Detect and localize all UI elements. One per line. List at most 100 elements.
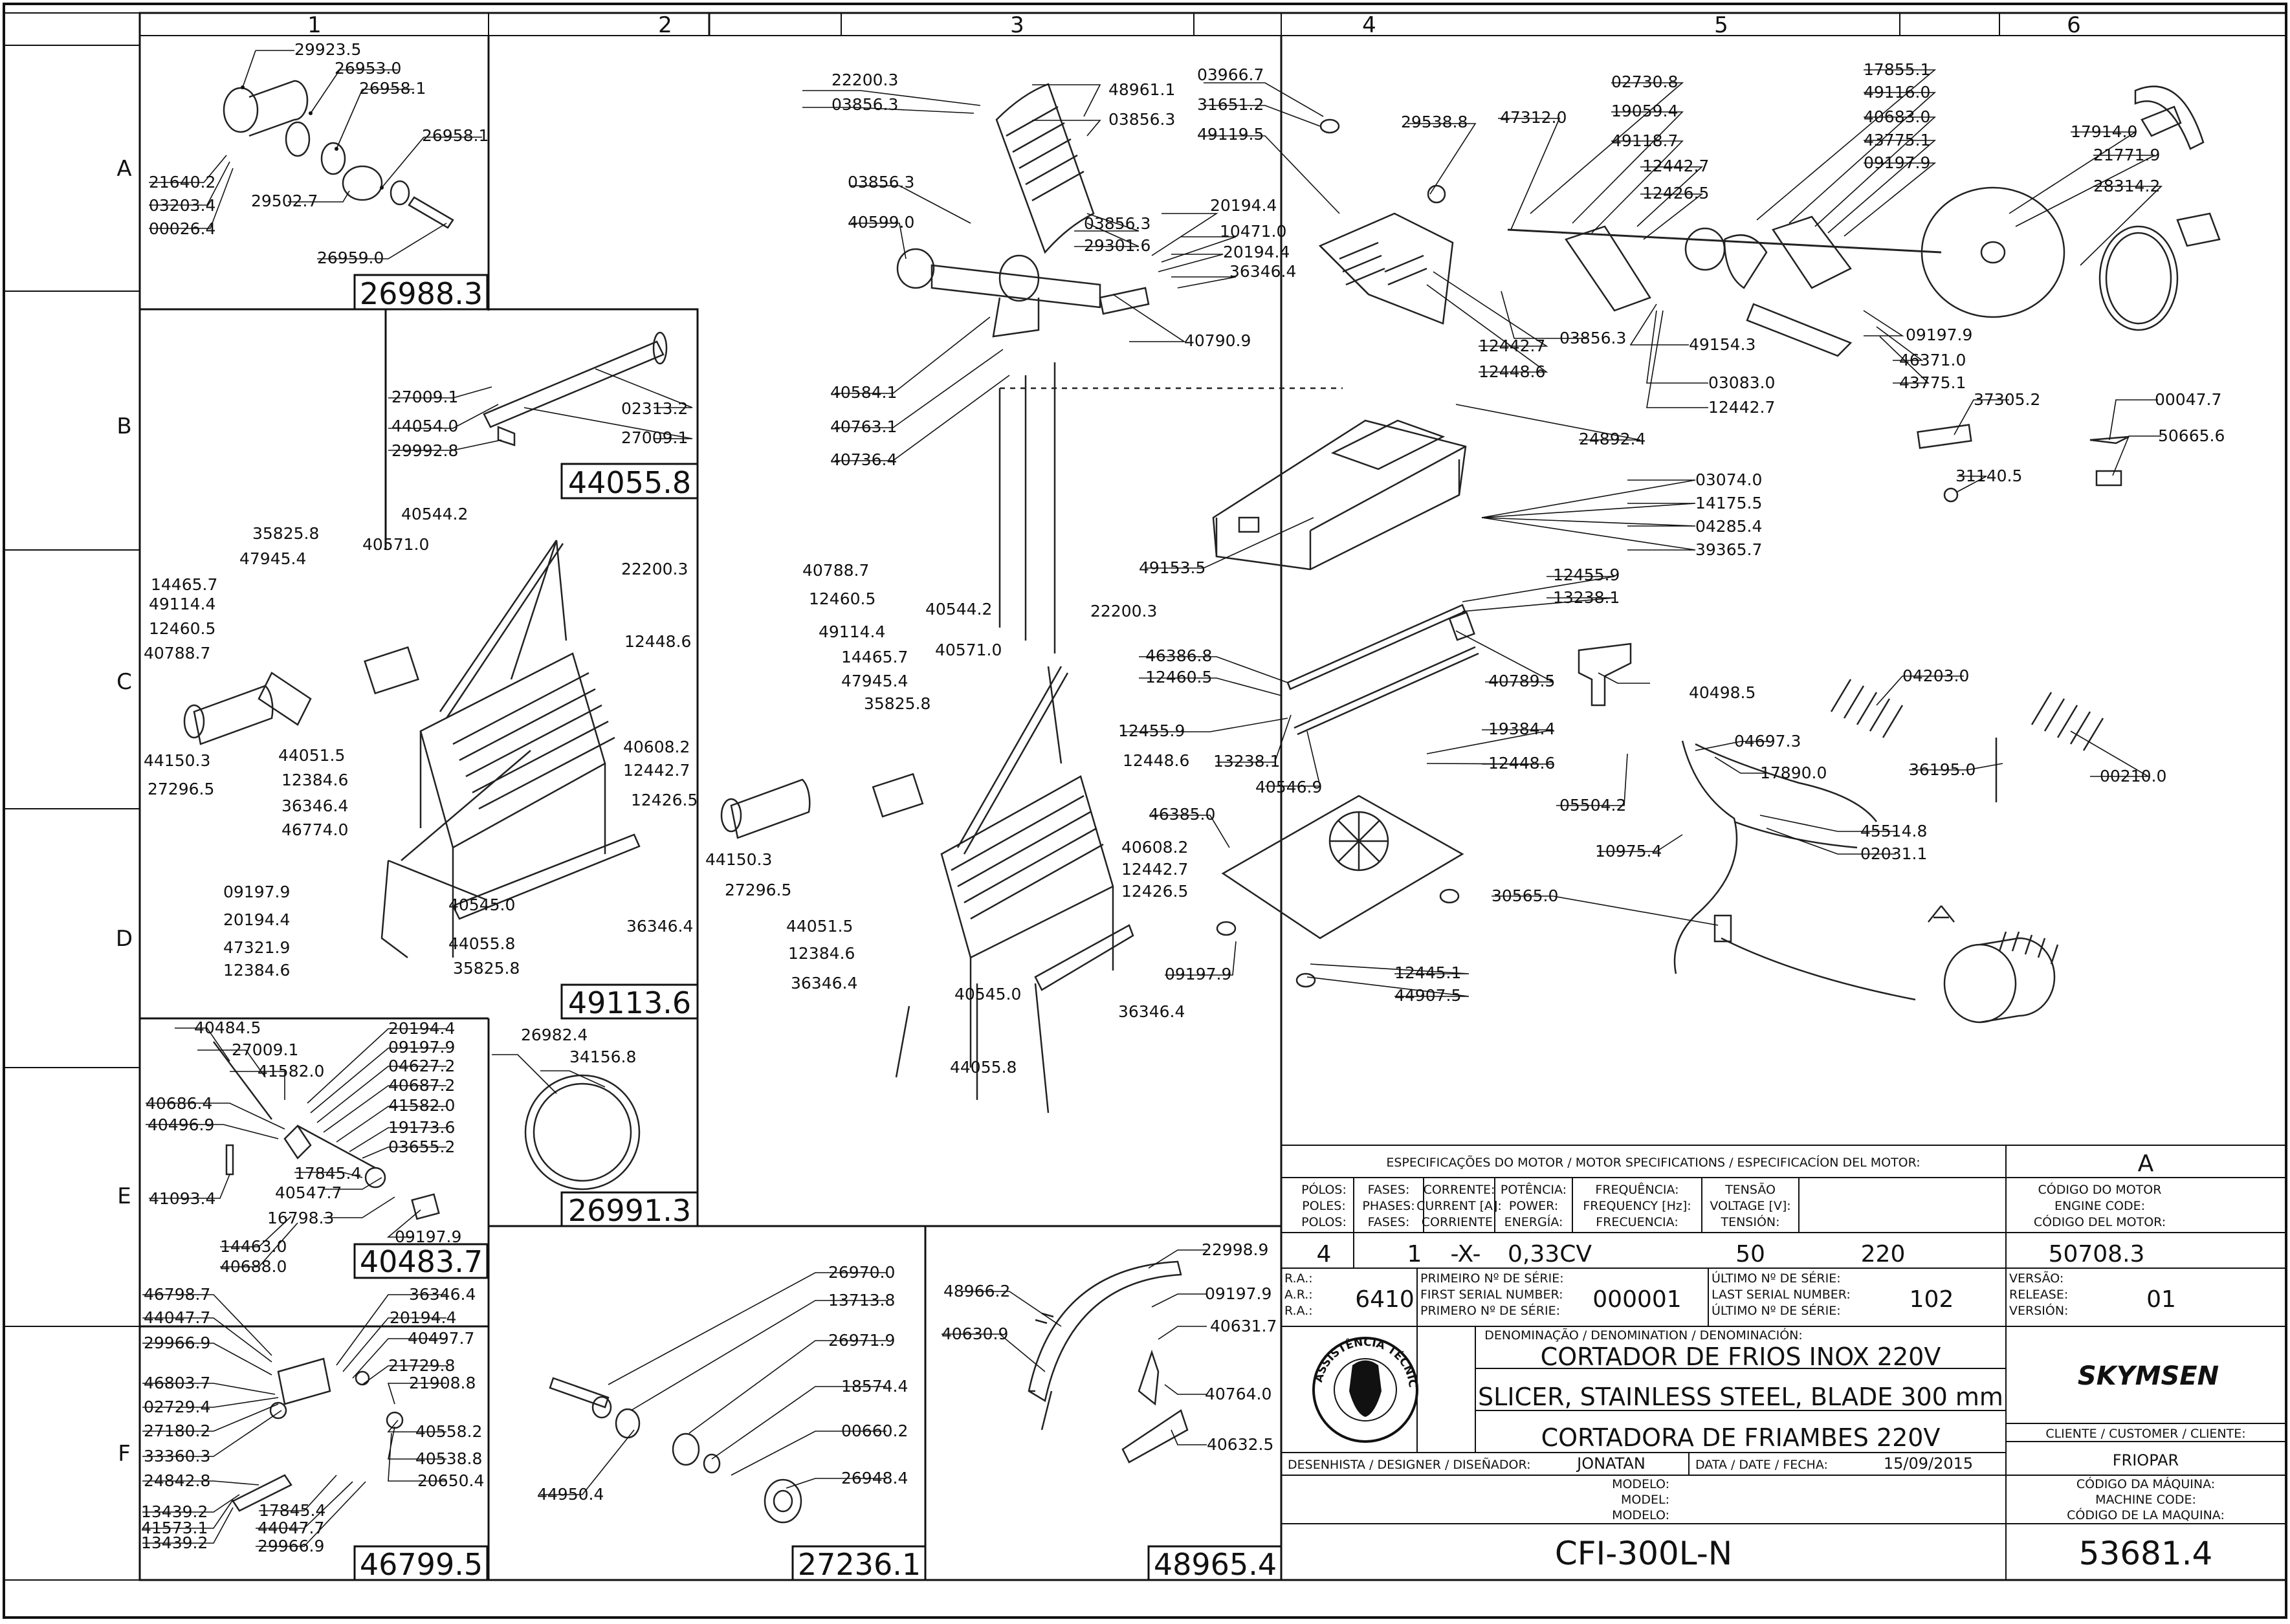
grid-column-3: 3 [1010, 12, 1024, 38]
part-label: 26971.9 [828, 1331, 895, 1350]
parts-artwork [183, 80, 2221, 1524]
part-label: 10471.0 [1220, 222, 1286, 241]
grid-row-e: E [117, 1183, 131, 1209]
motor-spec-table: PÓLOS: POLES: POLOS: 4 FASES: PHASES: FA… [1301, 1181, 2166, 1267]
part-label: 27180.2 [144, 1421, 210, 1440]
spec-current-value: -X- [1450, 1241, 1481, 1267]
part-label: 46798.7 [144, 1285, 210, 1304]
part-label: 40688.0 [220, 1257, 287, 1276]
spec-label: POLOS: [1301, 1215, 1347, 1229]
last-serial-value: 102 [1910, 1286, 1954, 1313]
part-label: 39365.7 [1695, 540, 1762, 559]
description-pt: CORTADOR DE FRIOS INOX 220V [1541, 1343, 1941, 1371]
part-label: 03856.3 [848, 173, 914, 192]
part-label: 49153.5 [1139, 558, 1206, 577]
part-label: 40764.0 [1205, 1385, 1272, 1403]
first-serial-label: PRIMEIRO Nº DE SÉRIE: [1420, 1271, 1564, 1286]
part-label: 09197.9 [388, 1038, 455, 1057]
part-label: 22200.3 [1090, 602, 1157, 620]
subassembly-code-44055: 44055.8 [568, 465, 691, 500]
part-label: 35825.8 [252, 524, 319, 543]
part-label: 26958.1 [422, 126, 489, 145]
part-label: 22200.3 [621, 560, 688, 578]
part-label: 40608.2 [623, 738, 690, 756]
leader-lines [142, 50, 2163, 1547]
part-label: 40599.0 [848, 213, 914, 232]
part-label: 05504.2 [1559, 796, 1626, 815]
part-label: 47321.9 [223, 938, 290, 957]
part-label: 20194.4 [388, 1019, 455, 1038]
part-label: 29502.7 [251, 192, 318, 210]
part-label: 12426.5 [1642, 184, 1709, 203]
spec-label: VOLTAGE [V]: [1710, 1199, 1790, 1213]
part-label: 02730.8 [1611, 72, 1678, 91]
part-label: 26953.0 [335, 59, 401, 78]
food-carriage-left-drawing [183, 540, 641, 958]
part-label: 12384.6 [223, 961, 290, 980]
part-label: 14175.5 [1695, 494, 1762, 512]
part-label: 40571.0 [362, 535, 429, 554]
part-label: 21908.8 [409, 1374, 476, 1392]
ra-label: A.R.: [1284, 1288, 1313, 1302]
part-label: 27009.1 [391, 388, 458, 406]
part-label: 12448.6 [1488, 754, 1555, 773]
part-label: 40683.0 [1864, 107, 1930, 126]
part-label: 44051.5 [278, 746, 345, 765]
ra-label: R.A.: [1284, 1271, 1313, 1286]
model-label: MODEL: [1621, 1493, 1669, 1507]
part-label: 00210.0 [2100, 767, 2166, 785]
serial-row: R.A.: A.R.: R.A.: 6410 PRIMEIRO Nº DE SÉ… [1284, 1270, 2176, 1318]
spec-label: POWER: [1509, 1199, 1558, 1213]
spec-label: FRECUENCIA: [1596, 1215, 1678, 1229]
spec-label: CÓDIGO DEL MOTOR: [2034, 1214, 2166, 1229]
part-label: 40631.7 [1210, 1317, 1277, 1335]
part-label: 04203.0 [1902, 666, 1969, 685]
part-label: 40686.4 [146, 1094, 212, 1113]
part-label: 12448.6 [624, 632, 691, 651]
grid-row-f: F [118, 1441, 131, 1467]
part-label: 44055.8 [448, 934, 515, 953]
part-label: 26958.1 [359, 79, 426, 98]
grid-column-2: 2 [658, 12, 672, 38]
part-label: 02729.4 [144, 1398, 210, 1416]
part-label: 41582.0 [388, 1096, 455, 1115]
ra-label: R.A.: [1284, 1304, 1313, 1318]
motor-housing-drawing [1318, 118, 1454, 325]
part-label: 18574.4 [841, 1377, 908, 1396]
part-label: 09197.9 [395, 1227, 461, 1246]
subassembly-code-26988: 26988.3 [360, 276, 483, 311]
part-label: 19059.4 [1611, 102, 1678, 120]
subassembly-code-49113: 49113.6 [568, 985, 691, 1020]
part-label: 00026.4 [149, 219, 215, 238]
part-label: 41573.1 [141, 1519, 208, 1537]
part-label: 43775.1 [1864, 131, 1930, 149]
part-label: 12442.7 [1642, 157, 1709, 175]
spec-label: CORRENTE: [1424, 1183, 1495, 1197]
spec-label: CÓDIGO DO MOTOR [2038, 1181, 2162, 1197]
part-label: 40632.5 [1207, 1435, 1273, 1454]
part-label: 03856.3 [1559, 329, 1626, 347]
version-value: 01 [2146, 1286, 2176, 1313]
part-label: 09197.9 [1165, 965, 1231, 983]
spec-label: FREQUENCY [Hz]: [1583, 1199, 1691, 1213]
part-label: 12442.7 [623, 761, 690, 780]
part-label: 26982.4 [521, 1026, 588, 1044]
part-label: 03856.3 [1084, 214, 1151, 233]
part-label: 03203.4 [149, 196, 215, 215]
part-label: 41093.4 [149, 1189, 215, 1208]
part-label: 29966.9 [258, 1537, 324, 1555]
part-label: 44907.5 [1394, 986, 1461, 1005]
shaft-assembly-drawing [549, 1377, 802, 1524]
part-label: 36195.0 [1909, 760, 1976, 779]
part-label: 12442.7 [1708, 398, 1775, 417]
spec-label: CORRIENTE: [1422, 1215, 1497, 1229]
part-label: 40545.0 [448, 895, 515, 914]
first-serial-label: FIRST SERIAL NUMBER: [1420, 1288, 1563, 1302]
part-label: 46385.0 [1149, 805, 1215, 824]
grid-row-a: A [116, 156, 131, 182]
part-label: 14465.7 [841, 648, 908, 666]
ra-value: 6410 [1355, 1286, 1415, 1313]
ring-drawing [524, 1074, 641, 1191]
part-label: 20194.4 [1223, 243, 1290, 261]
